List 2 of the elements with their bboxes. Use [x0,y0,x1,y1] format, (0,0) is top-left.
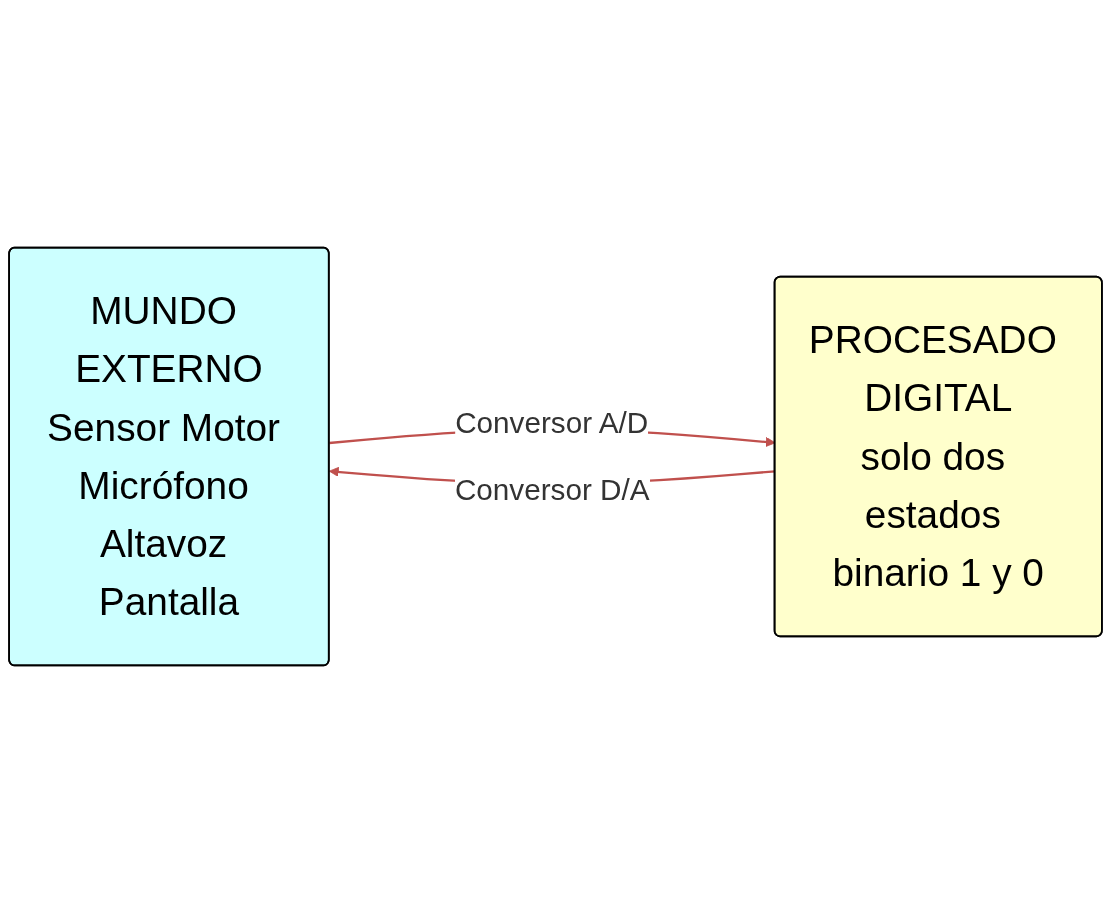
edge-label: Conversor A/D [455,405,649,440]
edge-label: Conversor D/A [454,472,650,507]
